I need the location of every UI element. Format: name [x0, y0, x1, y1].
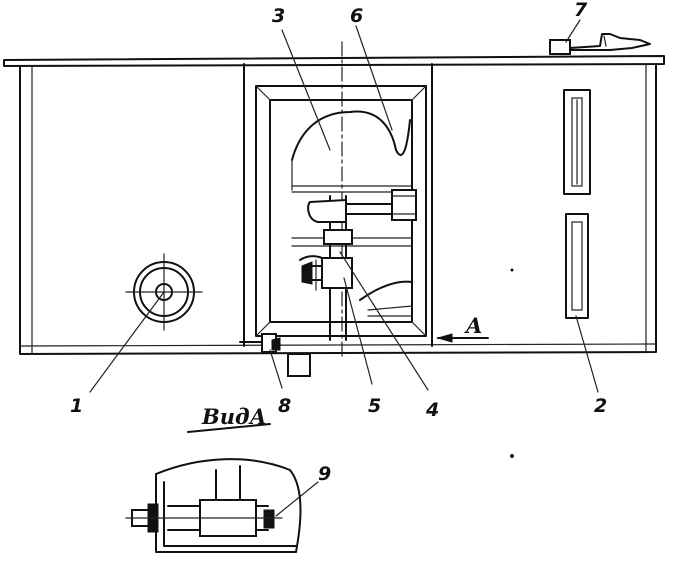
level-gauge-upper: [563, 89, 591, 195]
leader-lines: [89, 19, 599, 517]
callout-7: 7: [574, 0, 588, 21]
callout-3: 3: [272, 5, 285, 27]
callout-2: 2: [594, 395, 607, 417]
detail-view-a: [125, 458, 302, 553]
callout-6: 6: [350, 5, 363, 27]
pipe-assembly: [301, 189, 417, 341]
callout-9: 9: [318, 463, 331, 485]
callout-8: 8: [278, 395, 291, 417]
callout-4: 4: [425, 399, 439, 421]
lid-latch: [549, 33, 651, 55]
level-gauge-lower: [565, 213, 589, 319]
callout-5: 5: [368, 395, 381, 417]
view-arrow-label: A: [464, 313, 482, 338]
view-arrow: A: [436, 313, 489, 343]
view-title-underline: [187, 423, 271, 433]
callout-1: 1: [70, 395, 83, 417]
stray-dot-2: [510, 268, 514, 272]
drain-plug: [239, 333, 311, 377]
stray-dot: [510, 454, 514, 458]
